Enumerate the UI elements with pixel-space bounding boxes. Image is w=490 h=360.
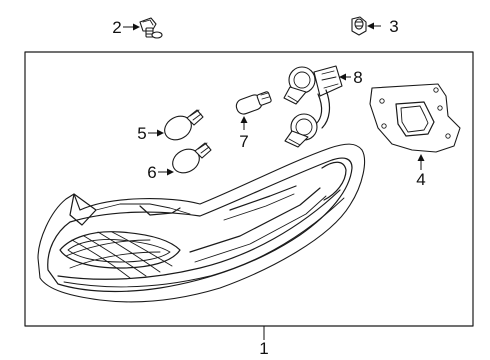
gasket-part [369, 83, 461, 153]
nut-part [351, 16, 367, 36]
callout-8-label: 8 [353, 68, 362, 87]
callout-1-label: 1 [259, 339, 268, 358]
arrowhead-4 [417, 154, 425, 161]
callout-5-label: 5 [137, 124, 146, 143]
arrowhead-3 [367, 22, 374, 30]
bulb-part-5 [164, 109, 204, 141]
arrowhead-5 [157, 129, 164, 137]
socket-part [283, 65, 343, 148]
bulb-part-6 [172, 142, 212, 174]
arrowhead-7 [240, 116, 248, 123]
screw-part [139, 17, 163, 39]
callout-7-label: 7 [239, 132, 248, 151]
callout-3-label: 3 [389, 17, 398, 36]
callout-4-label: 4 [416, 170, 425, 189]
bulb-part-7 [235, 91, 272, 115]
callout-6-label: 6 [147, 163, 156, 182]
arrowhead-6 [167, 168, 174, 176]
assembly-frame [24, 51, 474, 327]
tail-lamp-assembly [37, 143, 366, 303]
arrowhead-2 [133, 23, 140, 31]
callout-2-label: 2 [112, 18, 121, 37]
arrowhead-8 [339, 73, 346, 81]
